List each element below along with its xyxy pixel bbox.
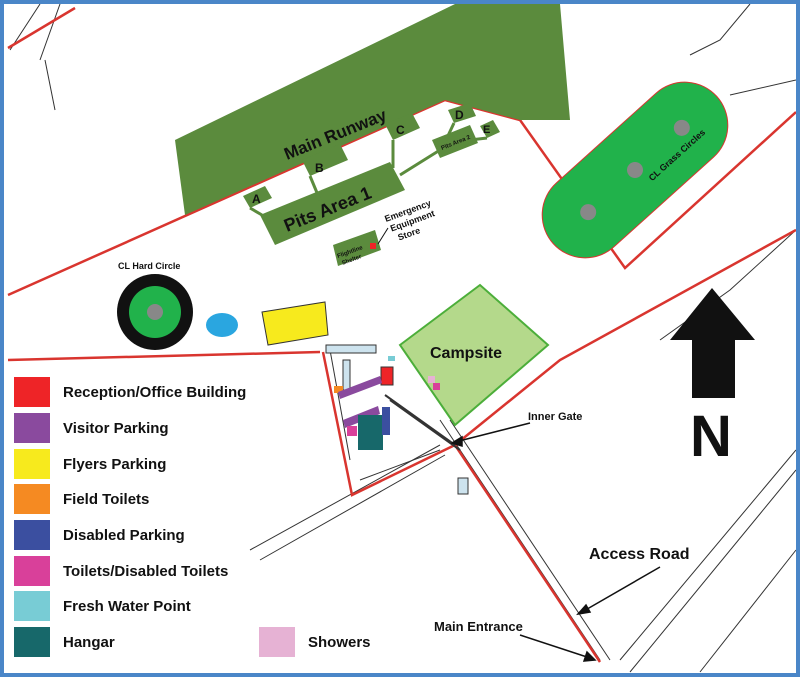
pits-area xyxy=(243,103,500,266)
legend-showers: Showers xyxy=(259,627,371,657)
cl-hard-circle-label: CL Hard Circle xyxy=(118,261,180,271)
flyers-parking-area xyxy=(261,301,329,346)
access-road-label: Access Road xyxy=(589,546,690,563)
emergency-pointer xyxy=(377,227,389,245)
main-entrance-label: Main Entrance xyxy=(434,619,523,634)
bay-b: B xyxy=(315,161,324,175)
bay-d: D xyxy=(455,108,464,122)
main-runway xyxy=(175,4,570,215)
toilets-marker xyxy=(433,383,440,390)
legend-hangar: Hangar xyxy=(14,627,115,657)
bay-c: C xyxy=(396,123,405,137)
legend-toilets: Toilets/Disabled Toilets xyxy=(14,556,228,586)
legend-water-point: Fresh Water Point xyxy=(14,591,191,621)
legend-field-toilets: Field Toilets xyxy=(14,484,149,514)
campsite-label: Campsite xyxy=(430,345,502,362)
annotation-arrows xyxy=(450,422,661,662)
bay-a: A xyxy=(252,192,261,206)
north-label: N xyxy=(690,404,732,469)
buildings xyxy=(325,344,469,495)
legend-disabled-parking: Disabled Parking xyxy=(14,520,185,550)
legend-flyers-parking: Flyers Parking xyxy=(14,449,166,479)
emergency-store-marker xyxy=(370,243,376,249)
legend-visitor-parking: Visitor Parking xyxy=(14,413,169,443)
bay-e: E xyxy=(483,124,490,136)
roads xyxy=(9,4,796,673)
pond xyxy=(206,313,238,337)
north-arrow-icon xyxy=(670,288,755,398)
inner-gate-label: Inner Gate xyxy=(528,411,582,423)
showers-marker xyxy=(428,376,435,383)
map-canvas: Main Runway Pits Area 1 Pits Area 2 A B … xyxy=(7,4,796,673)
emergency-store-label: EmergencyEquipmentStore xyxy=(383,198,440,245)
legend-reception: Reception/Office Building xyxy=(14,377,246,407)
